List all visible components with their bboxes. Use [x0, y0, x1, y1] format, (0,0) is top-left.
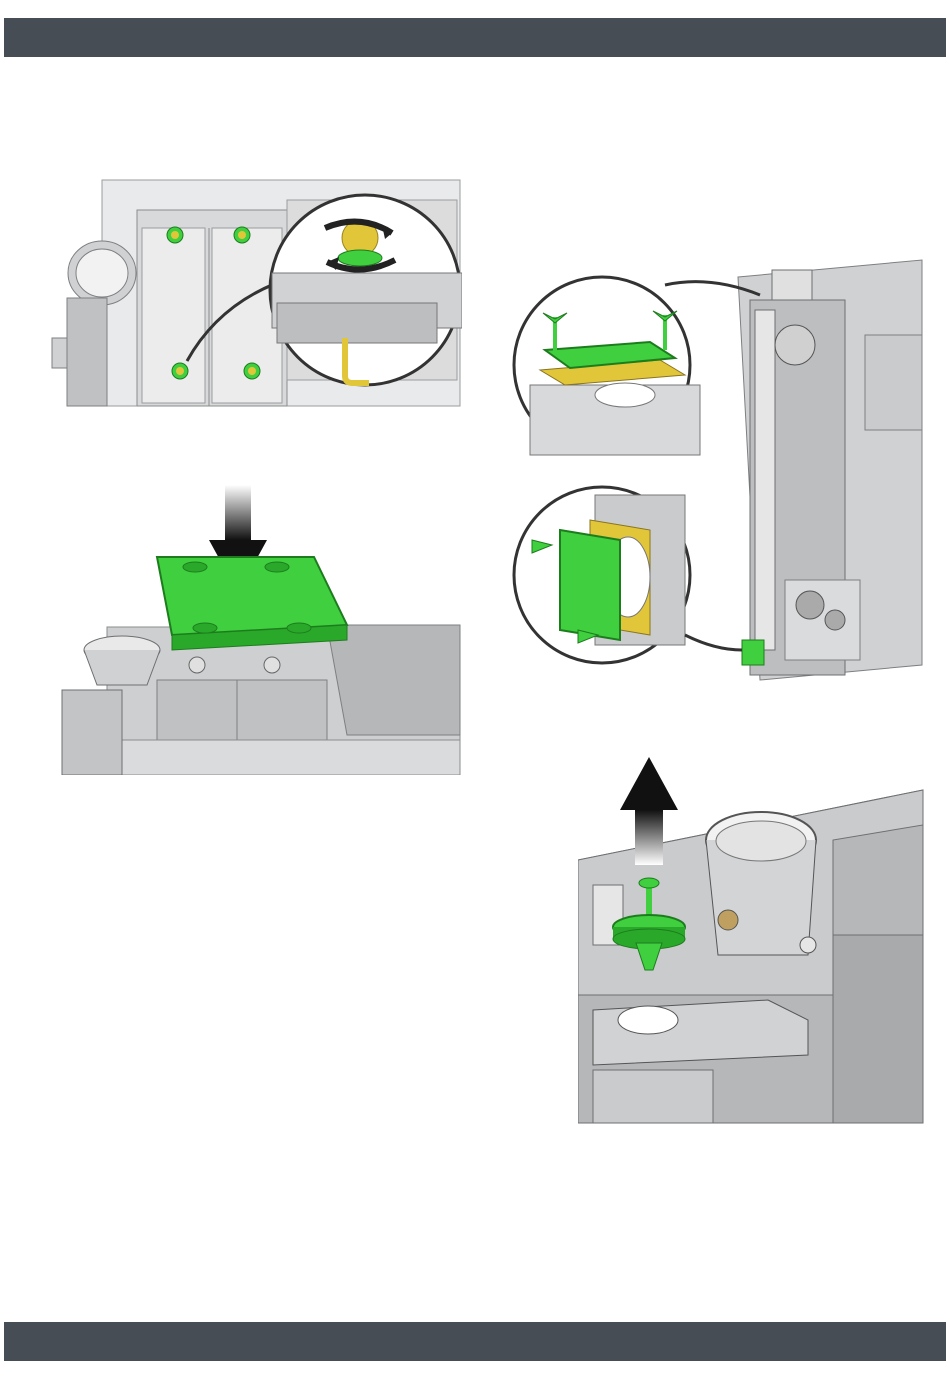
illustration-inspection-openings-side [510, 255, 925, 685]
footer-bar [4, 1322, 946, 1361]
illustration-remove-cover-plate [47, 475, 462, 775]
illustration-remove-turbulator-plug [578, 755, 925, 1125]
header-bar [4, 18, 946, 57]
illustration-unscrew-cover-nuts [47, 178, 462, 408]
